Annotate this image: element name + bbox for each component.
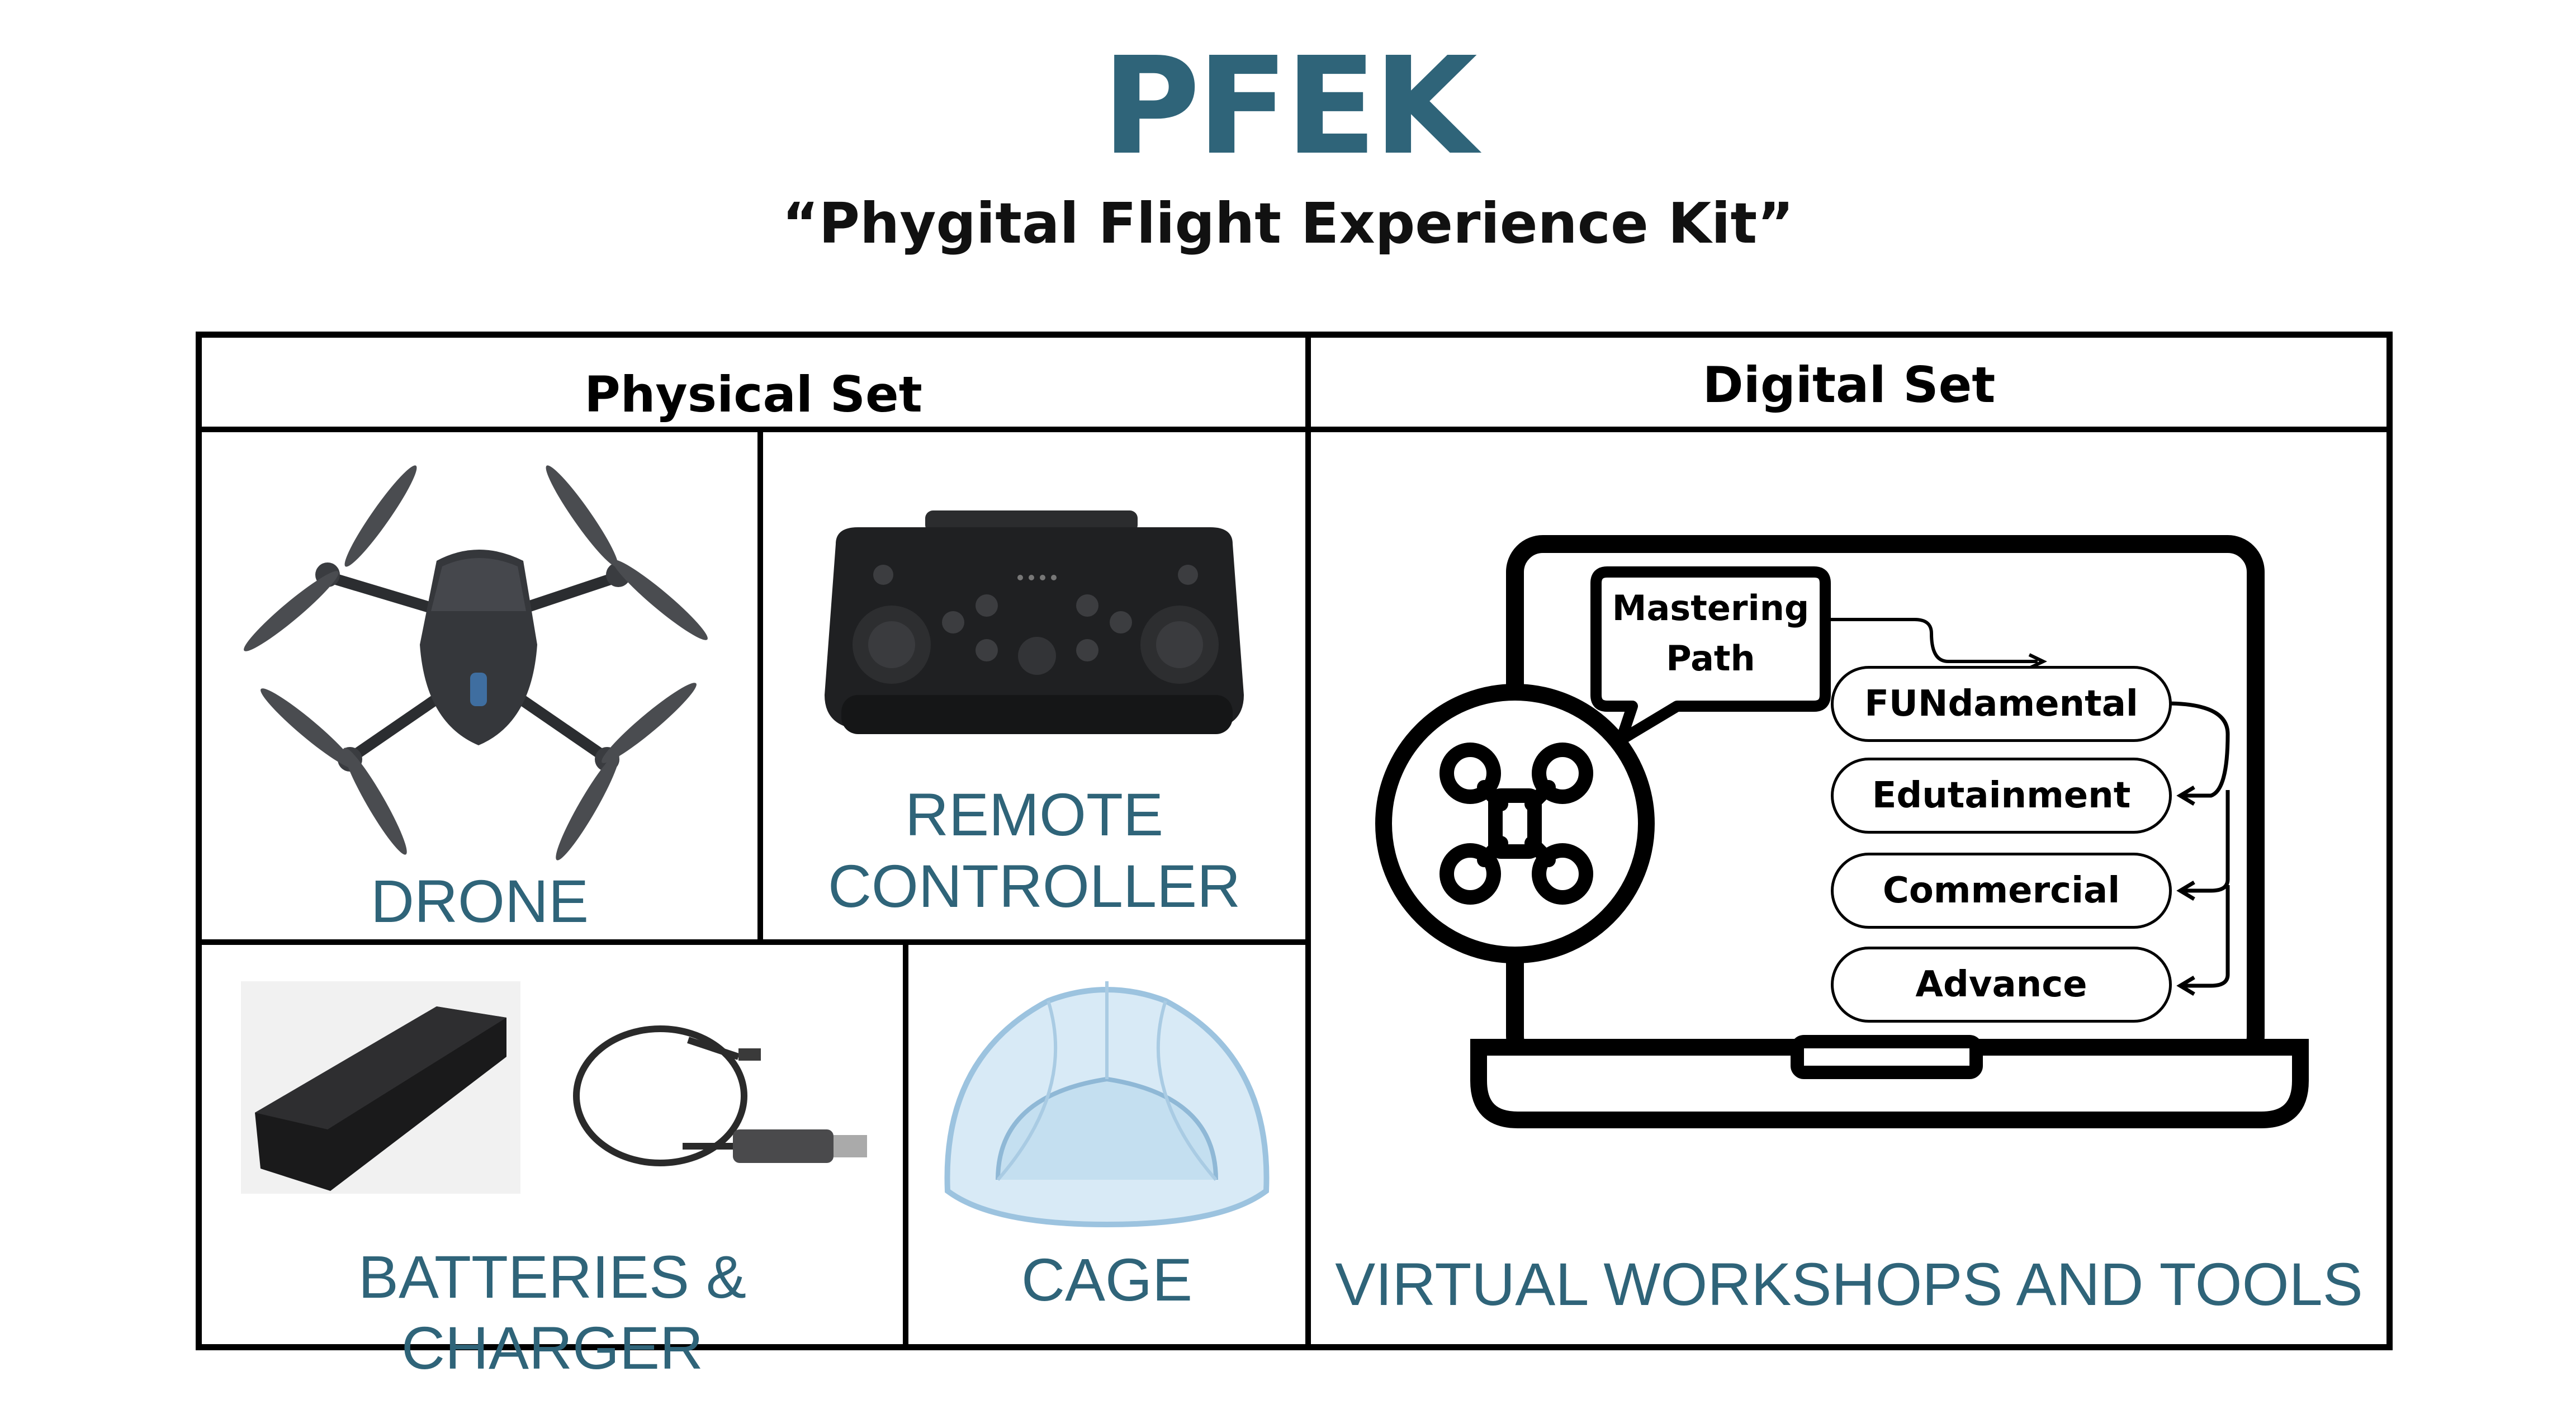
- remote-controller-label-line2: CONTROLLER: [827, 852, 1241, 920]
- remote-controller-cell: REMOTE CONTROLLER: [763, 432, 1305, 939]
- drone-cell: DRONE: [202, 432, 757, 939]
- battery-charger-icon: [241, 981, 867, 1194]
- virtual-workshops-label: VIRTUAL WORKSHOPS AND TOOLS: [1335, 1250, 2363, 1318]
- cage-cell: CAGE: [908, 945, 1305, 1345]
- divider-physical-digital: [1305, 332, 1311, 1350]
- page-subtitle: “Phygital Flight Experience Kit”: [782, 191, 1794, 256]
- drone-icon: [244, 465, 708, 860]
- remote-controller-icon: [825, 510, 1244, 734]
- drone-label: DRONE: [370, 867, 589, 935]
- mastering-path-line1: Mastering: [1612, 588, 1810, 628]
- divider-physical-bottom: [903, 942, 908, 1350]
- digital-set-heading: Digital Set: [1702, 356, 1996, 414]
- kit-table: [196, 332, 2393, 1350]
- path-step-commercial: Commercial: [1831, 853, 2172, 929]
- path-step-advance: Advance: [1831, 947, 2172, 1023]
- batteries-charger-cell: BATTERIES & CHARGER: [202, 945, 903, 1382]
- remote-controller-label-line1: REMOTE: [905, 781, 1163, 848]
- digital-set-cell: Mastering Path FUNdamental Edutainment C…: [1311, 432, 2387, 1345]
- page-title: PFEK: [1102, 28, 1478, 185]
- mastering-path-line2: Path: [1666, 638, 1755, 679]
- divider-physical-top: [757, 431, 763, 942]
- path-step-fundamental: FUNdamental: [1831, 666, 2172, 742]
- divider-header: [196, 427, 2393, 432]
- path-step-edutainment: Edutainment: [1831, 758, 2172, 834]
- physical-set-heading: Physical Set: [584, 366, 922, 423]
- cage-icon: [944, 981, 1270, 1228]
- divider-physical-rows: [196, 939, 1308, 945]
- batteries-charger-label: BATTERIES & CHARGER: [358, 1243, 747, 1382]
- cage-label: CAGE: [1021, 1246, 1193, 1313]
